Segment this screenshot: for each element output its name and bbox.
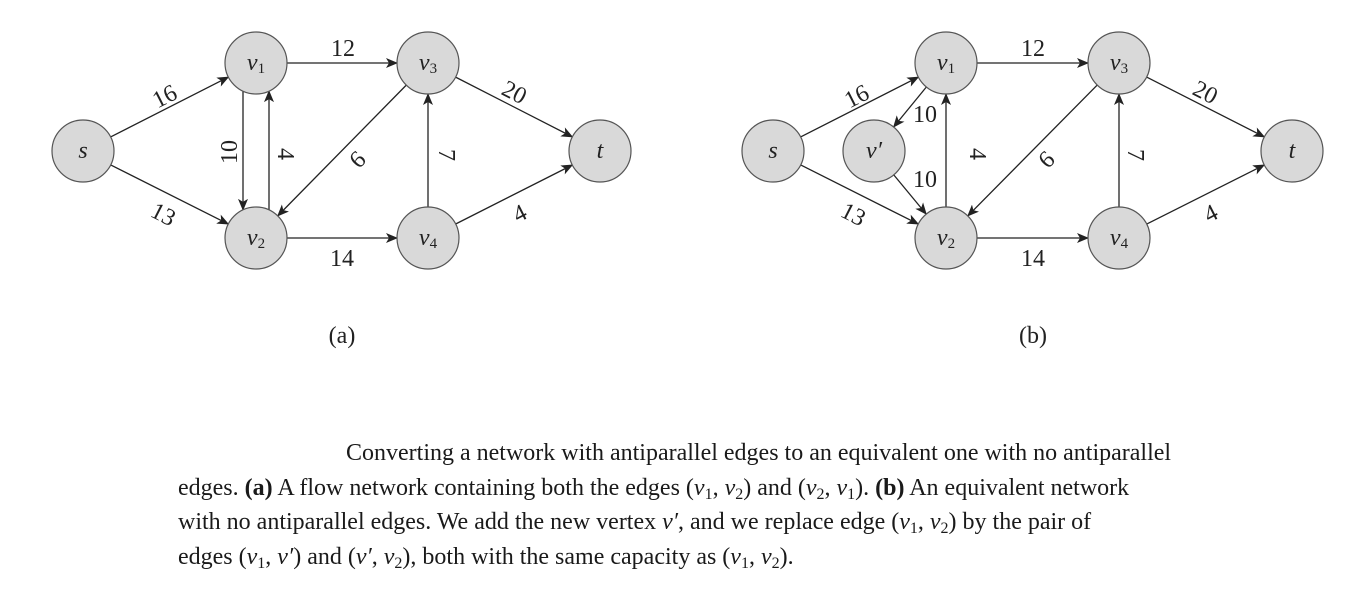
edge-v4-to-t xyxy=(455,164,574,225)
edge-capacity-v4-t: 4 xyxy=(1200,200,1222,229)
edge-s-to-v2 xyxy=(800,164,920,225)
node-label-s: s xyxy=(78,138,87,164)
edge-capacity-v1-vp: 10 xyxy=(913,102,937,128)
node-s xyxy=(741,119,805,183)
edge-s-to-v2 xyxy=(110,164,230,225)
node-v3 xyxy=(396,31,460,95)
node-v2 xyxy=(914,206,978,270)
caption-line-2: edges. (a) A flow network containing bot… xyxy=(178,474,1130,503)
node-label-v4: v4 xyxy=(1110,225,1129,252)
caption-line-3: with no antiparallel edges. We add the n… xyxy=(178,509,1092,537)
node-label-v3: v3 xyxy=(1110,50,1128,77)
edge-v3-to-v2 xyxy=(277,84,407,217)
edge-capacity-v1-v2: 10 xyxy=(217,140,243,164)
edge-capacity-s-v2: 13 xyxy=(146,198,179,232)
node-label-v2: v2 xyxy=(247,225,265,252)
edge-capacity-v3-t: 20 xyxy=(1188,76,1221,110)
node-label-v3: v3 xyxy=(419,50,437,77)
node-v4 xyxy=(1087,206,1151,270)
node-vp xyxy=(842,119,906,183)
node-label-v1: v1 xyxy=(937,50,955,77)
node-label-t: t xyxy=(597,138,605,164)
edge-v3-to-t xyxy=(1146,76,1266,138)
node-label-t: t xyxy=(1289,138,1297,164)
node-label-s: s xyxy=(768,138,777,164)
node-v3 xyxy=(1087,31,1151,95)
panel-a-label: (a) xyxy=(329,323,356,349)
edge-capacity-v2-v4: 14 xyxy=(1021,246,1045,272)
node-v1 xyxy=(914,31,978,95)
edge-capacity-v4-v3: 7 xyxy=(433,149,459,161)
node-v1 xyxy=(224,31,288,95)
caption-line-4: edges (ν1, ν′) and (ν′, ν2), both with t… xyxy=(178,543,794,572)
edge-s-to-v1 xyxy=(800,76,920,138)
node-v2 xyxy=(224,206,288,270)
edge-capacity-s-v2: 13 xyxy=(836,198,869,232)
panel-a-network: 16 13 12 10 4 9 14 7 20 4 s v1 v2 v3 v4 t xyxy=(51,31,632,272)
edge-capacity-v2-v4: 14 xyxy=(330,246,354,272)
node-t xyxy=(1260,119,1324,183)
edge-capacity-v2-v1: 4 xyxy=(272,148,298,160)
panel-b-network: 16 13 12 10 10 4 9 14 7 20 4 s v1 v′ v2 v3 v4 t xyxy=(741,31,1324,272)
edge-capacity-v4-v3: 7 xyxy=(1122,149,1148,161)
edge-v3-to-v2 xyxy=(967,84,1098,217)
figure-caption: Converting a network with antiparallel e… xyxy=(178,436,1326,574)
edge-s-to-v1 xyxy=(110,76,230,138)
edge-capacity-v2-v1: 4 xyxy=(964,148,990,160)
edge-capacity-v1-v3: 12 xyxy=(331,36,355,62)
node-label-v1: v1 xyxy=(247,50,265,77)
edge-v1-to-vp xyxy=(892,86,927,128)
node-label-v2: v2 xyxy=(937,225,955,252)
edge-capacity-s-v1: 16 xyxy=(840,80,873,114)
edge-capacity-v4-t: 4 xyxy=(509,200,531,229)
edge-v4-to-t xyxy=(1146,164,1266,225)
caption-line-1: Converting a network with antiparallel e… xyxy=(346,440,1172,466)
edge-capacity-vp-v2: 10 xyxy=(913,167,937,193)
edge-capacity-v3-v2: 9 xyxy=(1033,146,1060,173)
node-t xyxy=(568,119,632,183)
node-s xyxy=(51,119,115,183)
edge-vp-to-v2 xyxy=(893,174,927,215)
node-label-vp: v′ xyxy=(866,138,883,164)
edge-capacity-v1-v3: 12 xyxy=(1021,36,1045,62)
node-label-v4: v4 xyxy=(419,225,438,252)
edge-capacity-v3-t: 20 xyxy=(497,76,530,110)
node-v4 xyxy=(396,206,460,270)
panel-b-label: (b) xyxy=(1019,323,1047,349)
edge-capacity-v3-v2: 9 xyxy=(344,146,371,173)
edge-capacity-s-v1: 16 xyxy=(148,80,181,114)
edge-v3-to-t xyxy=(455,76,574,138)
